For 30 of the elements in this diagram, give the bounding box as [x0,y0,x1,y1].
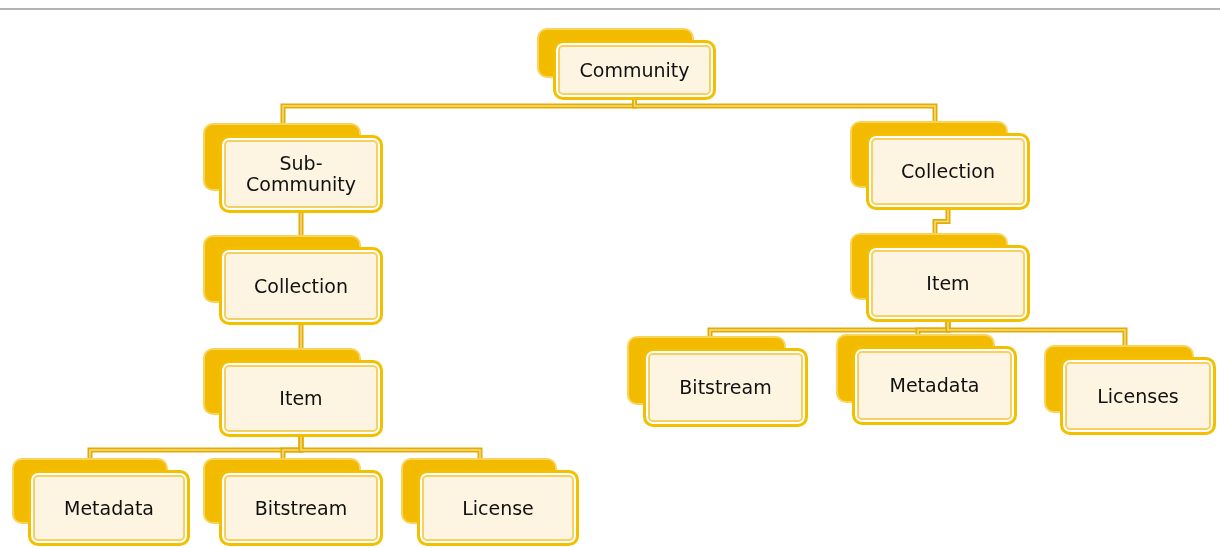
connector-line [932,209,951,234]
node-label: Bitstream [678,377,773,398]
node-label: Metadata [63,497,155,519]
node-label: Collection [253,275,349,297]
node-label: Item [925,273,971,294]
node-label: License [461,497,535,519]
node-label: Sub-Community [245,153,357,195]
connector-line [298,324,304,349]
connector-line [298,212,304,236]
connector-line [945,321,1128,346]
node-label: Bitstream [253,497,349,519]
stacked-card-box [627,336,808,427]
stacked-card-box [850,233,1030,322]
connector-line [298,436,483,459]
node-label: Collection [900,161,996,182]
stacked-card-box [203,123,383,213]
stacked-card-box [12,458,190,546]
stacked-card-box [1044,345,1216,435]
stacked-card-box [401,458,579,546]
node-label: Item [278,388,324,409]
stacked-card-box [850,121,1030,210]
stacked-card-box [203,348,383,437]
node-label: Metadata [888,375,981,396]
connector-line [632,99,938,122]
stacked-card-box [836,334,1017,425]
node-label: Licenses [1096,385,1180,407]
stacked-card-box [203,235,383,325]
node-label: Community [578,59,691,81]
stacked-card-box [203,458,383,546]
stacked-card-box [537,28,716,100]
